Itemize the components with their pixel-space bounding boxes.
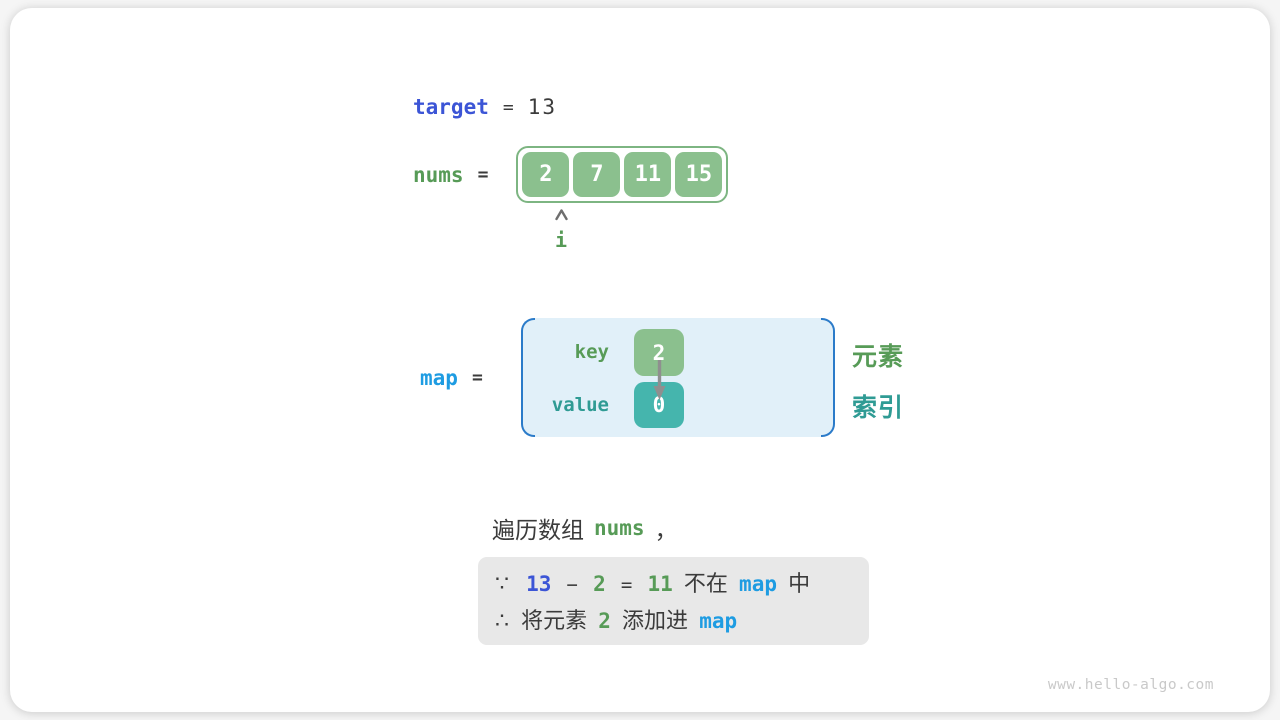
nums-equals: = <box>477 164 489 185</box>
note-equals: = <box>620 574 633 596</box>
note-map-code-2: map <box>699 609 738 633</box>
index-pointer-label: i <box>554 228 568 252</box>
map-bracket-right <box>821 318 835 437</box>
caption-prefix: 遍历数组 <box>492 517 584 543</box>
note-line-2: ∴ 将元素 2 添加进 map <box>495 603 869 639</box>
caption-suffix: ， <box>654 517 678 543</box>
note-map-code: map <box>739 572 777 596</box>
note-box: ∵ 13 − 2 = 11 不在 map 中 ∴ 将元素 2 添加进 map <box>478 557 869 645</box>
note-line-1: ∵ 13 − 2 = 11 不在 map 中 <box>495 566 869 603</box>
map-label-row: map = <box>420 318 497 437</box>
note-add-suffix: 添加进 <box>622 608 689 633</box>
note-minus: − <box>566 574 578 596</box>
note-not-in-text: 不在 <box>683 571 728 596</box>
map-bracket-left <box>521 318 535 437</box>
nums-cell: 11 <box>624 152 672 197</box>
note-add-number: 2 <box>598 609 611 633</box>
target-value: 13 <box>527 95 557 119</box>
target-equals: = <box>502 96 514 118</box>
note-add-prefix: 将元素 <box>521 608 588 633</box>
note-element-number: 2 <box>593 572 606 596</box>
map-equals: = <box>471 367 483 388</box>
nums-label: nums <box>413 162 464 187</box>
nums-cell: 2 <box>522 152 570 197</box>
note-diff-number: 11 <box>647 572 673 596</box>
target-row: target = 13 <box>413 95 557 119</box>
map-value-label: value <box>551 394 609 416</box>
key-to-value-arrow-icon <box>653 360 666 400</box>
map-label: map <box>420 365 458 390</box>
because-symbol: ∵ <box>495 571 509 596</box>
legend-element: 元素 <box>852 343 905 371</box>
legend-index: 索引 <box>852 394 905 422</box>
caption-nums-code: nums <box>594 516 645 540</box>
therefore-symbol: ∴ <box>495 608 509 633</box>
index-caret-icon <box>555 209 568 221</box>
note-zhong-text: 中 <box>788 571 811 596</box>
target-label: target <box>413 95 489 119</box>
nums-row: nums = 2 7 11 15 <box>413 146 729 203</box>
note-target-number: 13 <box>526 572 552 596</box>
caption-sentence: 遍历数组 nums ， <box>492 511 678 545</box>
nums-cell: 15 <box>675 152 723 197</box>
nums-array: 2 7 11 15 <box>516 146 729 203</box>
nums-cell: 7 <box>573 152 621 197</box>
map-key-label: key <box>574 341 609 363</box>
map-box: key value 2 0 <box>521 318 835 437</box>
watermark: www.hello-algo.com <box>1047 677 1214 693</box>
